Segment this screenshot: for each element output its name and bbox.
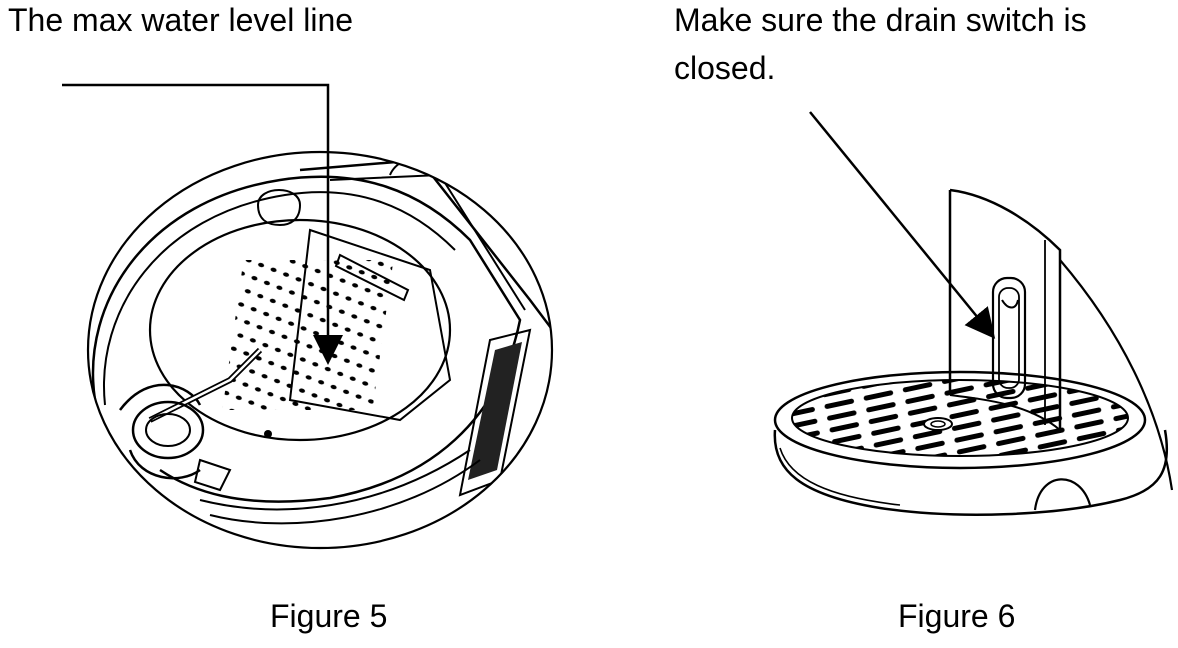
max-water-level-label: The max water level line xyxy=(8,2,354,38)
figure5-drawing xyxy=(62,83,554,550)
drain-switch-leader-line xyxy=(809,111,996,339)
drain-switch-label: Make sure the drain switch is closed. xyxy=(674,2,1087,86)
figure6-drawing xyxy=(773,111,1174,516)
figure5-caption: Figure 5 xyxy=(270,598,388,634)
figure6-caption: Figure 6 xyxy=(898,598,1016,634)
